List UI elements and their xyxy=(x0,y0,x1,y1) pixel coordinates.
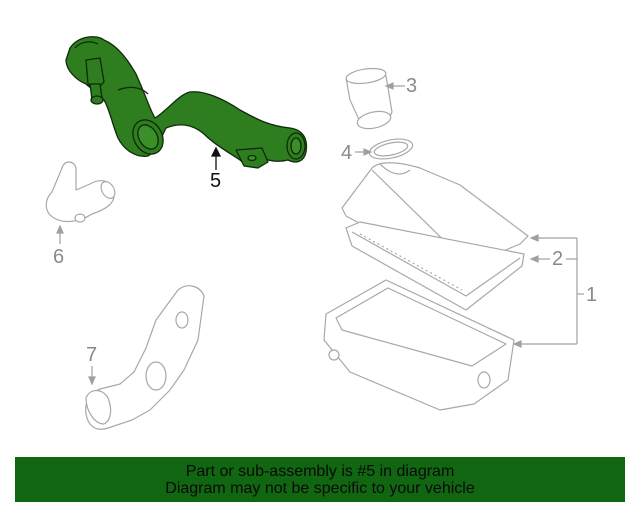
part-6-elbow[interactable] xyxy=(45,161,117,223)
info-banner: Part or sub-assembly is #5 in diagram Di… xyxy=(15,457,625,502)
callout-5[interactable]: 5 xyxy=(210,170,222,192)
part-7-resonator[interactable] xyxy=(85,285,205,430)
callout-6[interactable]: 6 xyxy=(53,246,65,268)
callout-4[interactable]: 4 xyxy=(341,142,353,164)
callout-4-leader xyxy=(355,148,373,156)
part-2-filter[interactable] xyxy=(345,221,525,311)
banner-line-part: Part or sub-assembly is #5 in diagram xyxy=(185,462,455,480)
callout-2[interactable]: 2 xyxy=(552,248,564,270)
part-1-housing-base[interactable] xyxy=(323,279,515,411)
part-3-sleeve[interactable] xyxy=(345,66,393,131)
callout-3-leader xyxy=(384,82,405,90)
callout-7-leader xyxy=(88,366,96,386)
callout-7[interactable]: 7 xyxy=(86,344,98,366)
callout-6-leader xyxy=(56,224,64,244)
callout-1-2-leaders xyxy=(512,234,584,348)
banner-line-disclaimer: Diagram may not be specific to your vehi… xyxy=(165,479,475,497)
part-5-intake-duct[interactable] xyxy=(65,36,308,169)
callout-1[interactable]: 1 xyxy=(586,284,598,306)
callout-5-leader xyxy=(210,146,222,170)
callout-3[interactable]: 3 xyxy=(406,75,418,97)
part-4-seal[interactable] xyxy=(368,136,415,163)
